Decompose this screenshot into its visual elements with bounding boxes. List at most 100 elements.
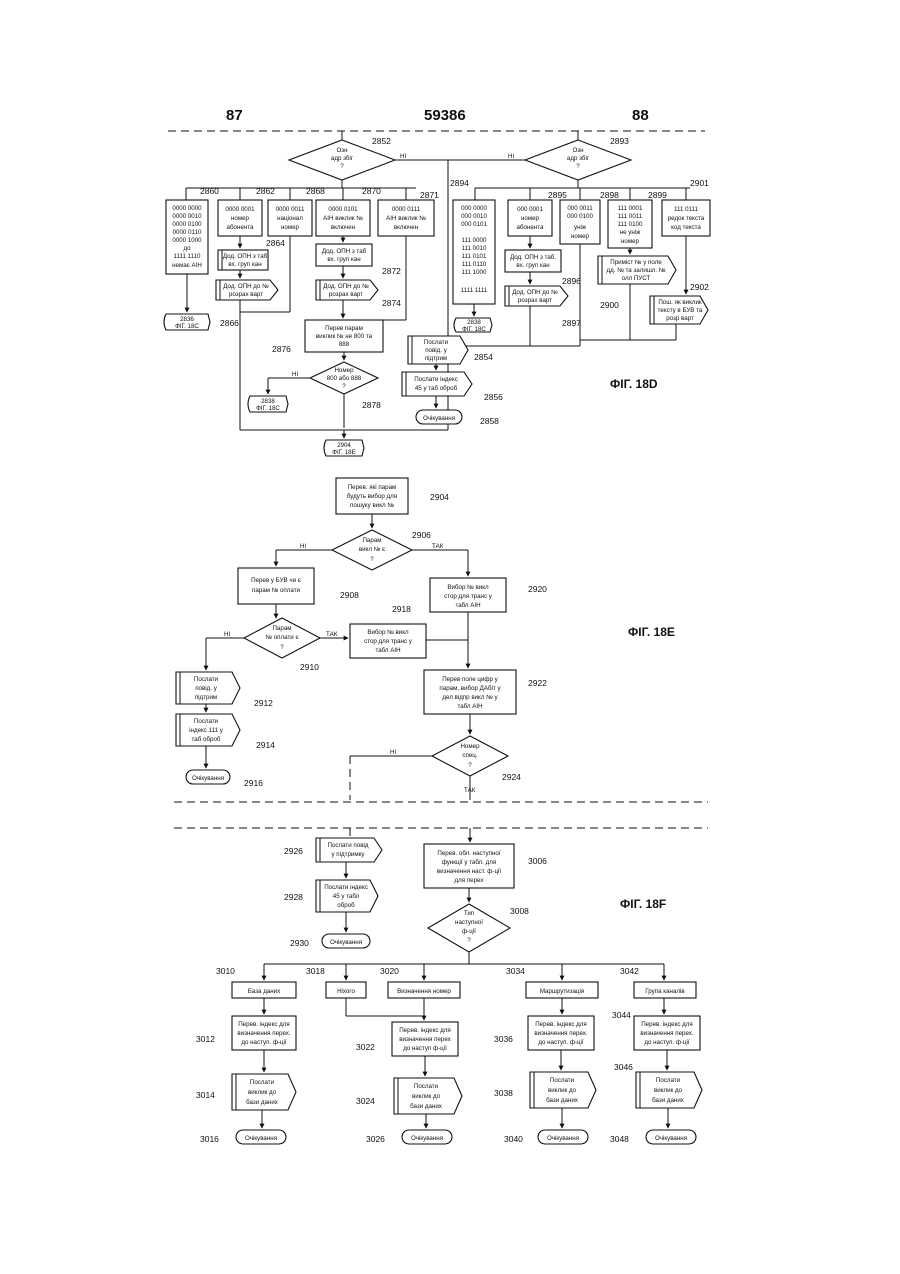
b2901-l3: код текста: [671, 224, 701, 231]
b3044-l1: Перев. індекс для: [641, 1021, 693, 1028]
dec2910-l2: № оплати є: [265, 634, 298, 641]
b2902-l3: розр варт: [666, 315, 694, 322]
ref-3020: 3020: [380, 966, 399, 976]
b2908-l2: парам № оплати: [252, 587, 301, 594]
ref-2899: 2899: [648, 190, 667, 200]
b2896-l1: Дод. ОПН з таб.: [510, 254, 556, 261]
b2894-l1: 000 0000: [461, 205, 487, 212]
off2904-l1: 2904: [337, 442, 351, 449]
b2872-l2: вх. груп кан: [327, 256, 360, 263]
figure-18d: Озн адр збіг ? 2852 Озн адр збіг ? 2893 …: [164, 131, 710, 456]
term3048-label: Очікування: [655, 1135, 687, 1142]
ref-3012: 3012: [196, 1034, 215, 1044]
b3038-l2: виклик до: [548, 1087, 577, 1094]
b3038-l1: Послати: [550, 1077, 575, 1084]
off2838b-l2: ФІГ. 18C: [462, 326, 486, 333]
b3036-l2: визначення перех.: [534, 1030, 588, 1037]
ref-3036: 3036: [494, 1034, 513, 1044]
box-2922: Перев поле цифр у парам, вибор ДАбіт у д…: [424, 670, 516, 714]
label-no-2878: НІ: [292, 371, 298, 378]
offpage-2836: 2836 ФІГ. 18C: [164, 314, 210, 330]
box-2896: Дод. ОПН з таб. вх. груп кан: [505, 250, 561, 272]
box-2902: Пош. як виклик тексту в БУВ та розр варт: [650, 296, 708, 324]
decision-2852-l2: адр збіг: [331, 155, 354, 162]
b2920-l2: стор для транс у: [444, 593, 493, 600]
ref-2918: 2918: [392, 604, 411, 614]
ref-3040: 3040: [504, 1134, 523, 1144]
box-2918: Вибор № викл стор для транс у табл АІН: [350, 624, 426, 658]
ref-2924: 2924: [502, 772, 521, 782]
label-no-2924: НІ: [390, 749, 396, 756]
page-number-right: 88: [632, 107, 649, 124]
ref-2860: 2860: [200, 186, 219, 196]
b2904-l2: будуть вибор для: [347, 493, 397, 500]
b2876-l2: виклик № не 800 та: [316, 333, 373, 340]
ref-2901: 2901: [690, 178, 709, 188]
b2920-l3: табл АІН: [455, 602, 480, 609]
b2899-l4: не уніж: [620, 229, 641, 236]
terminal-3048: Очікування: [646, 1130, 696, 1144]
b3006-l1: Перев. обл. наступної: [437, 850, 500, 857]
dec2878-l1: Номер: [334, 367, 354, 374]
b2904-l3: пошуку викл №: [350, 502, 394, 509]
decision-2893-l2: адр збіг: [567, 155, 590, 162]
off2838-l1: 2838: [261, 398, 275, 405]
b2926-l2: у підтримку: [331, 851, 365, 858]
b2860-l2: 0000 0010: [172, 213, 202, 220]
b3012-l3: до наступ. ф-ції: [241, 1039, 287, 1046]
box-3020: Визначення номер: [388, 982, 460, 998]
ref-2906: 2906: [412, 530, 431, 540]
box-2895: 000 0001 номер абонента: [508, 200, 552, 236]
terminal-3016: Очікування: [236, 1130, 286, 1144]
b2870-l1: 0000 0101: [328, 206, 358, 213]
b2871-l3: включен: [394, 224, 418, 231]
term3016-label: Очікування: [245, 1135, 277, 1142]
ref-2912: 2912: [254, 698, 273, 708]
box-2908: Перев у БУВ чи є парам № оплати: [238, 568, 314, 604]
b2860-l1: 0000 0000: [172, 205, 202, 212]
box-2876: Перев парам виклик № не 800 та 888: [305, 320, 383, 352]
box-2904: Перев. які парам будуть вибор для пошуку…: [336, 478, 408, 514]
ref-2876: 2876: [272, 344, 291, 354]
b2871-l2: АІН виклик №: [386, 215, 426, 222]
box-2874: Дод. ОПН до № розрах варт: [316, 280, 378, 300]
ref-2904: 2904: [430, 492, 449, 502]
b2902-l2: тексту в БУВ та: [658, 307, 703, 314]
b2900-l1: Приміст № у поле: [610, 259, 662, 266]
box-2872: Дод. ОПН з таб вх. груп кан: [316, 244, 372, 266]
b3024-l1: Послати: [414, 1083, 439, 1090]
terminal-2916: Очікування: [186, 770, 230, 784]
label-no-2852: НІ: [400, 153, 406, 160]
b2926-l1: Послати повід: [328, 842, 369, 849]
b2871-l1: 0000 0111: [392, 206, 421, 213]
ref-2920: 2920: [528, 584, 547, 594]
ref-3046: 3046: [614, 1062, 633, 1072]
off2904-l2: ФІГ. 18E: [332, 449, 355, 456]
dec2924-l2: спец.: [462, 752, 477, 759]
b2914-l3: таб оброб: [192, 736, 221, 743]
term3026-label: Очікування: [411, 1135, 443, 1142]
terminal-2858: Очікування: [416, 410, 462, 424]
b2862-l1: 0000 0001: [225, 206, 255, 213]
ref-3016: 3016: [200, 1134, 219, 1144]
figure-18e: Перев. які парам будуть вибор для пошуку…: [176, 478, 675, 800]
label-yes-2906: ТАК: [432, 543, 444, 550]
b2908-l1: Перев у БУВ чи є: [251, 577, 301, 584]
b2864-l1: Дод. ОПН з таб: [223, 253, 268, 260]
b2899-l1: 111 0001: [618, 205, 643, 212]
b2898-l3: уніж: [574, 224, 587, 231]
b3036-l3: до наступ. ф-ції: [538, 1039, 584, 1046]
ref-3006: 3006: [528, 856, 547, 866]
b3014-l2: виклик до: [248, 1089, 277, 1096]
box-2912: Послати повід. у підтрим: [176, 672, 240, 704]
b3044-l3: до наступ. ф-ції: [644, 1039, 690, 1046]
box-3044: Перев. індекс для визначення перех. до н…: [634, 1016, 700, 1050]
off2838b-l1: 2838: [467, 319, 481, 326]
b2868-l3: номер: [281, 224, 300, 231]
b2914-l1: Послати: [194, 718, 219, 725]
box-3038: Послати виклик до бази даних: [530, 1072, 596, 1108]
terminal-3026: Очікування: [402, 1130, 452, 1144]
b2856-l2: 45 у таб оброб: [415, 385, 458, 392]
b2870-l3: включен: [331, 224, 355, 231]
b2894-l8: 111 0110: [462, 261, 487, 268]
